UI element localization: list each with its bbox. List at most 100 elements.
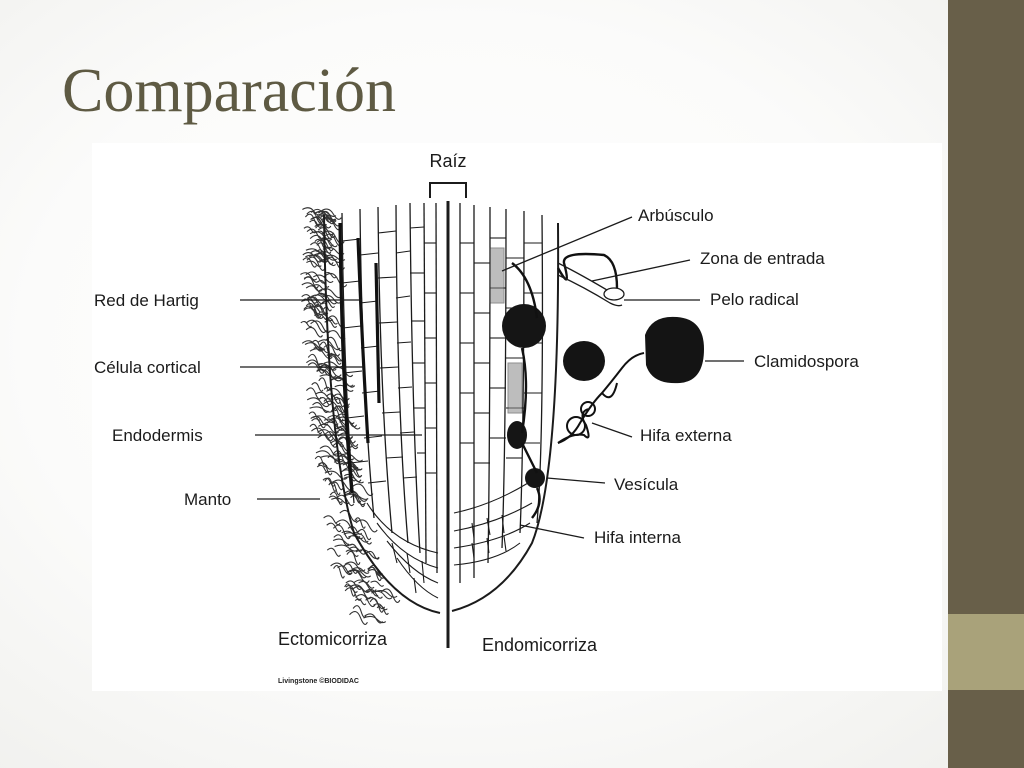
mantle-hypha-strand — [339, 469, 362, 483]
mantle-hypha-strand — [314, 455, 328, 468]
mantle-hypha-strand — [365, 550, 380, 560]
right-title-endomicorriza: Endomicorriza — [482, 635, 598, 655]
mantle-hypha-strand — [367, 569, 386, 579]
mantle-hypha-strand — [317, 423, 340, 434]
mantle-hypha-strand — [304, 213, 321, 227]
mantle-hypha-strand — [365, 590, 379, 597]
mantle-hypha-strand — [347, 535, 369, 543]
mantle-hypha-strand — [309, 234, 332, 250]
mantle-hypha-strand — [309, 423, 323, 435]
label-pelo-radical: Pelo radical — [710, 290, 799, 309]
mantle-hypha-strand — [318, 377, 331, 392]
mantle-hypha-strand — [332, 538, 353, 546]
mantle-hypha-strand — [326, 353, 343, 362]
label-endodermis: Endodermis — [112, 426, 203, 445]
side-accent-block — [948, 614, 1024, 690]
root-hair — [557, 262, 625, 307]
mantle-hypha-strand — [369, 598, 384, 613]
mantle-hypha-strand — [305, 326, 323, 338]
mantle-hypha-strand — [323, 272, 348, 288]
mantle-hypha-strand — [358, 580, 375, 589]
mantle-hypha-strand — [344, 583, 356, 597]
mantle-hypha-strand — [311, 339, 325, 350]
mantle-hypha-strand — [352, 567, 370, 574]
mantle-hypha-strand — [316, 369, 337, 378]
hyphal-loops — [566, 401, 596, 436]
mantle-hypha-strand — [319, 374, 342, 382]
mantle-hypha-strand — [312, 402, 329, 414]
mantle-hypha-strand — [309, 406, 333, 413]
mantle-hypha-strand — [306, 210, 324, 224]
mantle-hypha-strand — [338, 437, 359, 450]
mantle-hypha-strand — [339, 419, 361, 430]
mantle-hypha-strand — [357, 528, 372, 541]
mantle-hypha-strand — [376, 605, 389, 615]
mantle-hypha-strand — [330, 562, 353, 576]
mantle-hypha-strand — [318, 364, 342, 378]
mantle-hypha-strand — [331, 417, 347, 427]
mantle-hypha-strand — [306, 397, 330, 408]
mantle-hypha-strand — [349, 569, 367, 579]
mantle-hypha-strand — [309, 348, 333, 360]
mantle-hypha-strand — [347, 526, 363, 535]
label-red-de-hartig: Red de Hartig — [94, 291, 199, 310]
mantle-hypha-strand — [307, 362, 325, 374]
mantle-hypha-strand — [302, 257, 317, 268]
mantle-hypha-strand — [328, 355, 342, 365]
mantle-hypha-strand — [305, 319, 327, 334]
mantle-hypha-strand — [326, 522, 342, 533]
right-leader-lines — [501, 216, 744, 539]
mantle-hypha-strand — [306, 256, 326, 271]
mantle-hypha-strand — [339, 453, 364, 462]
left-title-ectomicorriza: Ectomicorriza — [278, 629, 388, 649]
mantle-hypha-strand — [310, 306, 324, 313]
credit-text: Livingstone ©BIODIDAC — [278, 677, 359, 685]
mantle-hypha-strand — [337, 565, 353, 575]
mantle-hypha-strand — [349, 611, 368, 625]
mantle-hypha-strand — [333, 565, 345, 579]
mantle-hypha-strand — [319, 208, 342, 220]
mantle-hypha-strand — [325, 336, 344, 352]
label-zona-de-entrada: Zona de entrada — [700, 249, 825, 268]
mantle-hypha-strand — [343, 563, 358, 574]
mantle-hypha-strand — [370, 580, 385, 587]
mantle-hypha-strand — [311, 418, 326, 429]
mantle-hypha-strand — [305, 387, 322, 400]
mantle-hypha-strand — [323, 418, 339, 426]
mantle-hypha-strand — [344, 490, 368, 502]
mantle-hypha-strand — [318, 397, 332, 406]
label-hifa-interna: Hifa interna — [594, 528, 681, 547]
left-leader-lines — [240, 299, 422, 500]
mantle-hypha-strand — [308, 254, 329, 263]
mantle-hypha-strand — [380, 588, 401, 603]
mantle-hypha-strand — [354, 598, 367, 606]
mantle-hypha-strand — [323, 271, 337, 279]
mantle-hypha-strand — [363, 615, 387, 624]
mantle-hypha-strand — [321, 300, 336, 309]
label-manto: Manto — [184, 490, 231, 509]
mantle-hypha-strand — [345, 580, 363, 590]
label-celula-cortical: Célula cortical — [94, 358, 201, 377]
mantle-hypha-strand — [303, 226, 317, 234]
arbuscules — [489, 247, 523, 414]
mantle-hypha-strand — [304, 342, 326, 351]
mantle-hypha-strand — [336, 494, 355, 507]
mantle-hypha-strand — [327, 455, 340, 465]
mantle-hypha-strand — [353, 579, 377, 593]
mantle-hypha-strand — [300, 272, 318, 281]
mantle-hypha-strand — [365, 588, 383, 599]
mantle-hypha-strand — [316, 368, 331, 376]
mantle-hypha-strand — [333, 396, 345, 408]
root-diagram-figure: Raíz Red de Hartig Célula cortical Endod… — [92, 143, 942, 691]
mantle-hypha-strand — [316, 239, 334, 252]
mantle-hypha-strand — [337, 432, 359, 447]
mantle-hypha-strand — [319, 445, 340, 457]
mantle-hypha-strand — [341, 530, 361, 539]
mantle-hypha-strand — [315, 391, 334, 400]
mantle-hypha-strand — [311, 382, 324, 392]
mantle-hypha-strand — [353, 533, 372, 545]
mantle-hypha-strand — [326, 547, 341, 557]
mantle-hypha-strand — [318, 288, 343, 299]
mantle-hypha-strand — [355, 549, 380, 560]
mantle-hypha-strand — [315, 450, 340, 460]
